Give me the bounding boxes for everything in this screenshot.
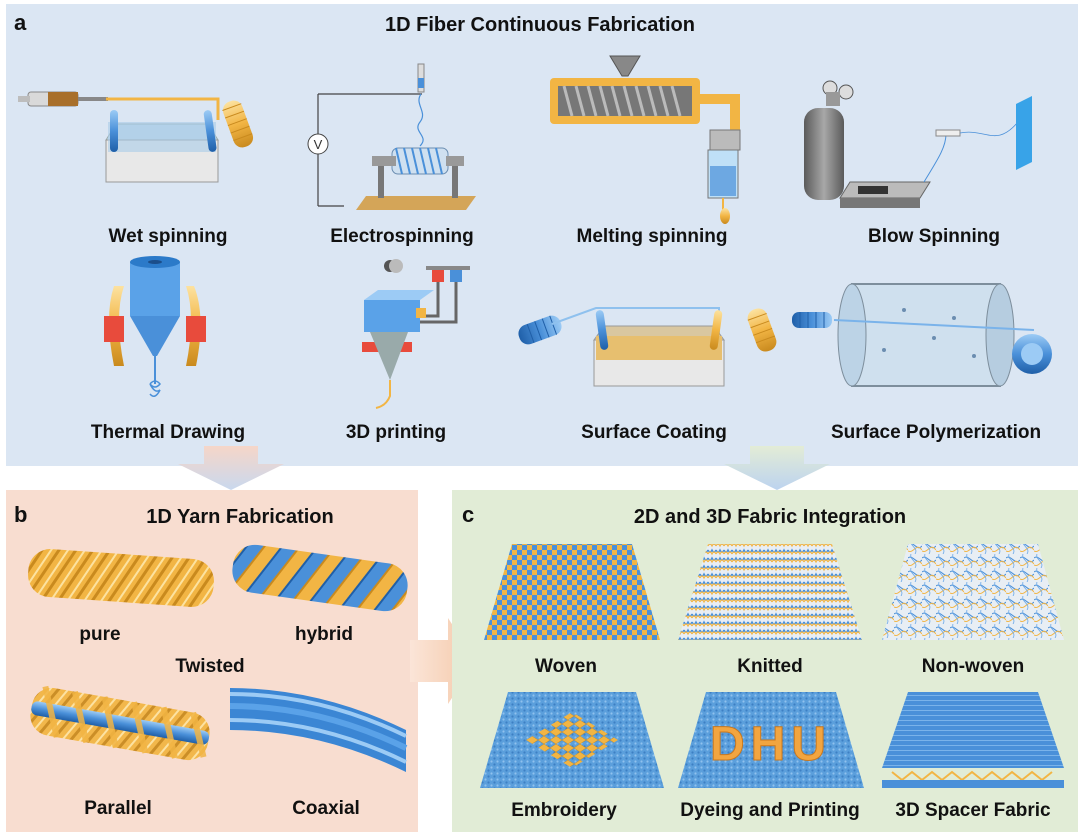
- knitted-fabric: [678, 544, 862, 640]
- arrow-a-to-c: [724, 446, 830, 490]
- parallel-yarn: [30, 685, 210, 761]
- woven-fabric: [484, 544, 660, 640]
- label-hybrid: hybrid: [294, 624, 354, 645]
- arrow-a-to-b: [178, 446, 284, 490]
- panel-a-fiber-fabrication: [6, 4, 1078, 466]
- dhu-print-text: DHU: [710, 718, 832, 771]
- electrospinning-illustration: V: [307, 63, 476, 210]
- embroidery-fabric: [480, 692, 664, 788]
- caption-woven: Woven: [535, 656, 597, 677]
- caption-melting-spinning: Melting spinning: [576, 226, 728, 247]
- melting-spinning-illustration: [550, 55, 741, 224]
- pure-twisted-yarn: [28, 549, 214, 607]
- label-parallel: Parallel: [84, 798, 152, 819]
- caption-knitted: Knitted: [737, 656, 803, 677]
- label-pure: pure: [79, 624, 121, 645]
- thermal-drawing-illustration: [104, 256, 206, 397]
- 3d-printing-illustration: [362, 259, 470, 409]
- non-woven-fabric: [882, 544, 1064, 640]
- caption-blow-spinning: Blow Spinning: [868, 226, 1000, 247]
- caption-embroidery: Embroidery: [511, 800, 617, 821]
- label-coaxial: Coaxial: [292, 798, 360, 819]
- caption-3d-printing: 3D printing: [345, 422, 447, 443]
- label-twisted: Twisted: [175, 656, 245, 677]
- caption-electrospinning: Electrospinning: [330, 226, 474, 247]
- caption-3d-spacer-fabric: 3D Spacer Fabric: [895, 800, 1051, 821]
- spacer-fabric: [882, 692, 1064, 788]
- surface-polymerization-illustration: [792, 283, 1052, 387]
- panel-a-label: a: [14, 10, 27, 35]
- hybrid-twisted-yarn: [232, 544, 408, 612]
- wet-spinning-illustration: [18, 91, 254, 183]
- dyeing-printing-fabric: DHU: [678, 692, 864, 788]
- caption-dyeing-printing: Dyeing and Printing: [680, 800, 860, 821]
- caption-wet-spinning: Wet spinning: [108, 226, 228, 247]
- panel-c-title: 2D and 3D Fabric Integration: [633, 506, 907, 528]
- panel-c-label: c: [462, 502, 475, 527]
- panel-a-title: 1D Fiber Continuous Fabrication: [384, 14, 695, 36]
- panel-b-label: b: [14, 502, 28, 527]
- blow-spinning-illustration: [804, 80, 1032, 208]
- surface-coating-illustration: [518, 307, 777, 387]
- panel-b-title: 1D Yarn Fabrication: [146, 506, 334, 528]
- caption-surface-polymerization: Surface Polymerization: [830, 422, 1042, 443]
- coaxial-yarn: [229, 688, 408, 772]
- caption-surface-coating: Surface Coating: [581, 422, 727, 443]
- caption-thermal-drawing: Thermal Drawing: [90, 422, 246, 443]
- caption-non-woven: Non-woven: [921, 656, 1025, 677]
- panel-b-yarn-fabrication: [6, 490, 418, 832]
- voltmeter-symbol: V: [314, 137, 323, 152]
